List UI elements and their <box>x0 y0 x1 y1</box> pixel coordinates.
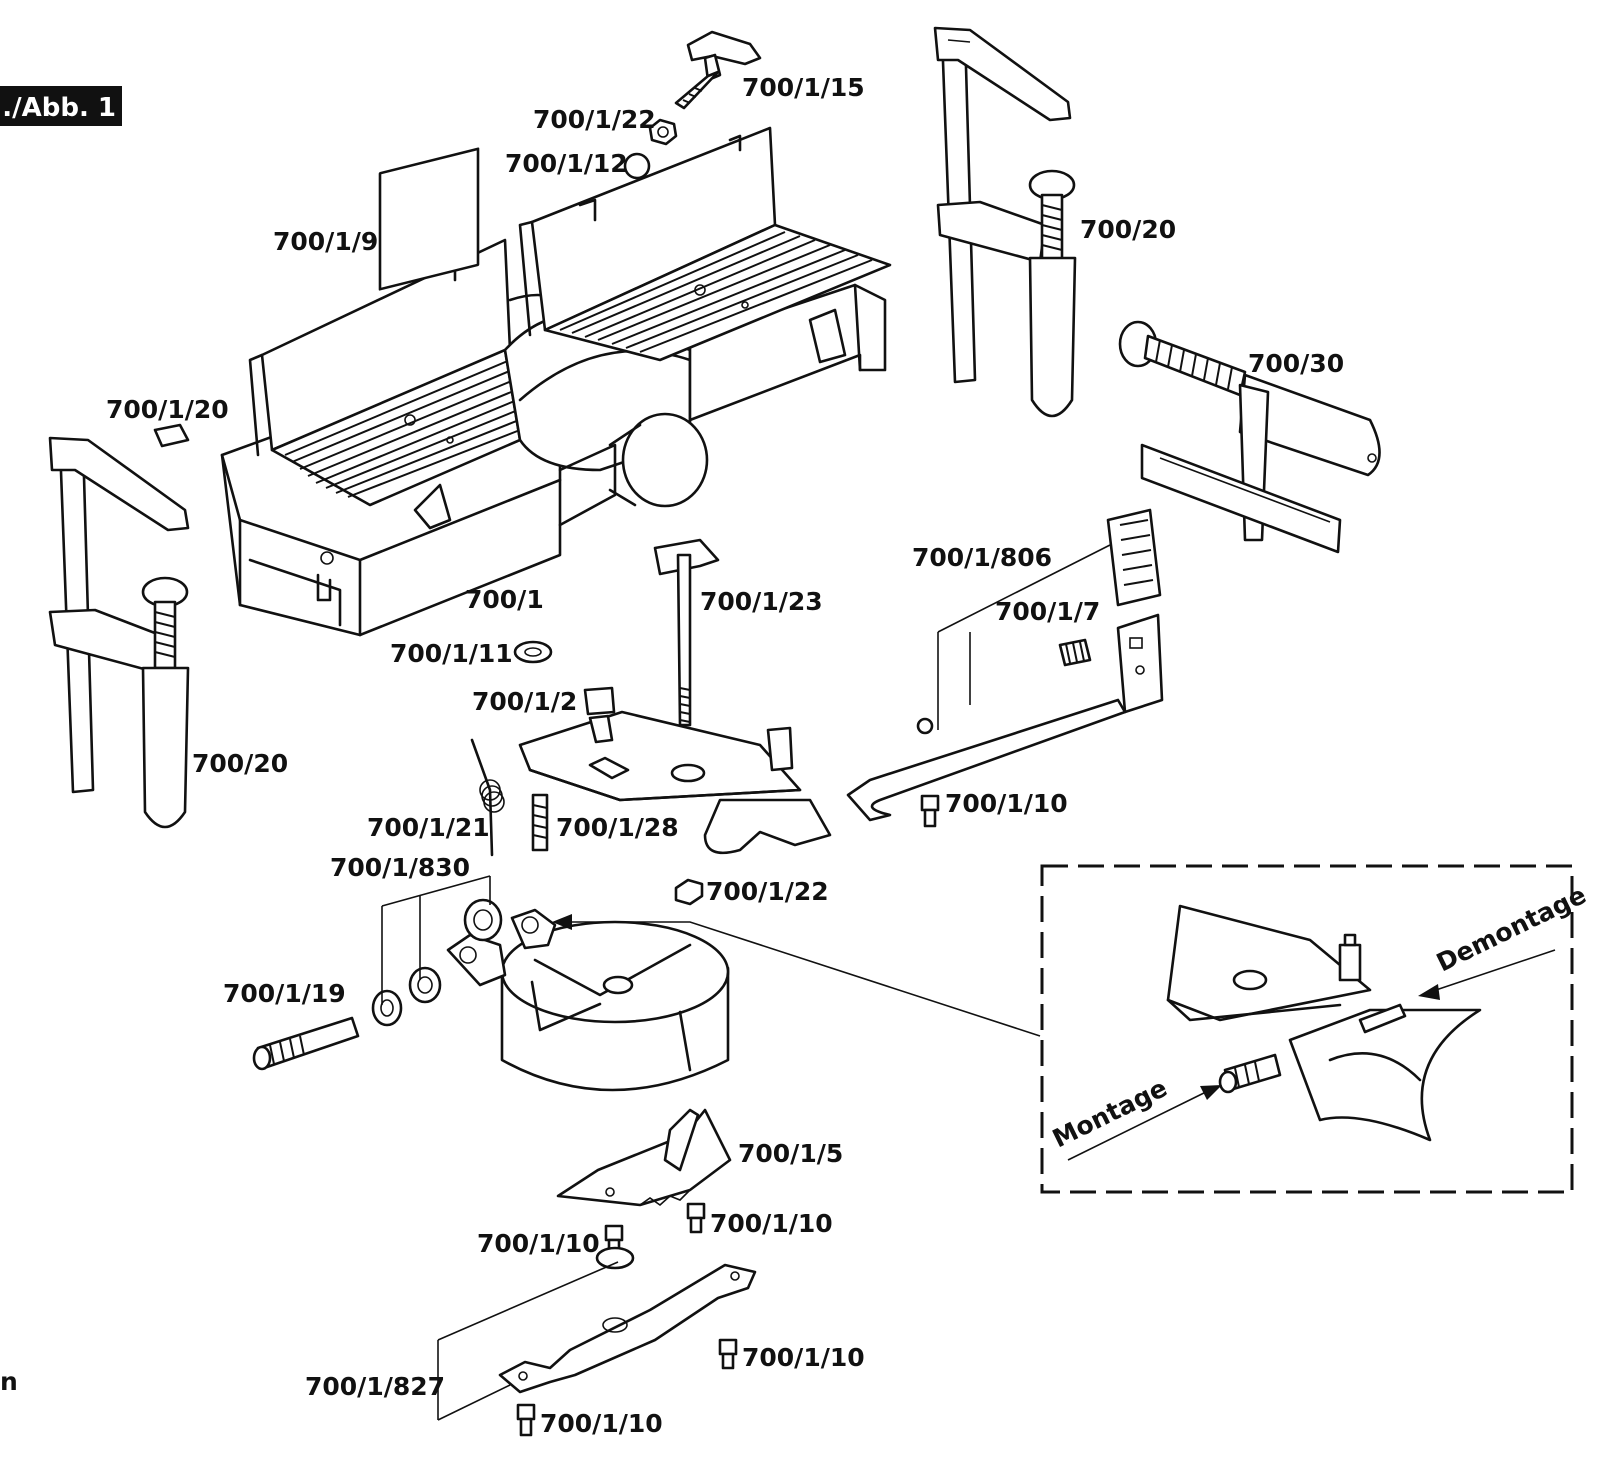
base-700-1 <box>220 126 892 637</box>
label-700-20-right: 700/20 <box>1080 215 1176 244</box>
nut-700-1-22-top <box>648 118 678 146</box>
label-700-1-830: 700/1/830 <box>330 853 470 882</box>
label-700-1-22-bottom: 700/1/22 <box>706 877 829 906</box>
scale-700-1-5 <box>556 1108 732 1207</box>
leader-lines <box>381 544 1111 1421</box>
label-700-1-28: 700/1/28 <box>556 813 679 842</box>
label-700-1-12: 700/1/12 <box>505 149 628 178</box>
screw-700-1-10-e <box>516 1403 536 1437</box>
nut-700-1-22-bottom <box>674 878 704 906</box>
label-700-1-23: 700/1/23 <box>700 587 823 616</box>
label-700-1-2: 700/1/2 <box>472 687 577 716</box>
inset-demontage: Demontage <box>1432 880 1591 977</box>
label-700-1-21: 700/1/21 <box>367 813 490 842</box>
pin-700-1-19 <box>252 1016 360 1071</box>
label-700-1-22-top: 700/1/22 <box>533 105 656 134</box>
clamp-700-20-left <box>48 436 190 829</box>
spring-700-1-21 <box>470 738 505 857</box>
block-700-1-20 <box>153 423 190 448</box>
label-700-1-10-d: 700/1/10 <box>742 1343 865 1372</box>
cap-700-1-12 <box>623 152 651 180</box>
screw-700-1-10-c <box>686 1202 706 1234</box>
label-700-1-806: 700/1/806 <box>912 543 1052 572</box>
label-700-1-10-b: 700/1/10 <box>710 1209 833 1238</box>
clamp-700-20-right <box>933 26 1077 418</box>
label-700-1-10-a: 700/1/10 <box>945 789 1068 818</box>
label-plate <box>378 147 480 291</box>
label-700-1-11: 700/1/11 <box>390 639 513 668</box>
side-mark: n <box>0 1367 18 1396</box>
figure-tag-text: ../Abb. 1 <box>0 93 116 123</box>
label-700-1-5: 700/1/5 <box>738 1139 843 1168</box>
bushings-700-1-830 <box>371 898 503 1027</box>
pivot-plate-700-1-2 <box>518 686 832 855</box>
label-700-20-left: 700/20 <box>192 749 288 778</box>
thumb-screw-700-1-15 <box>674 30 762 110</box>
label-700-1-7: 700/1/7 <box>995 597 1100 626</box>
set-screw-700-1-28 <box>531 793 549 852</box>
clamp-700-30 <box>1118 320 1381 554</box>
label-700-1: 700/1 <box>465 585 544 614</box>
lever-700-1-827 <box>498 1246 757 1394</box>
label-700-1-19: 700/1/19 <box>223 979 346 1008</box>
figure-tag: ../Abb. 1 <box>0 86 122 126</box>
label-700-1-827: 700/1/827 <box>305 1372 445 1401</box>
label-700-1-10-e: 700/1/10 <box>540 1409 663 1438</box>
label-700-1-9: 700/1/9 <box>273 227 378 256</box>
pivot-housing <box>446 908 730 1092</box>
label-700-30: 700/30 <box>1248 349 1344 378</box>
inset-frame <box>1040 864 1574 1194</box>
washer-700-1-11 <box>513 640 553 664</box>
screw-700-1-10-a <box>920 794 940 828</box>
inset-detail: Montage Demontage <box>1040 864 1591 1194</box>
part-labels: 700/1/15 700/1/22 700/1/12 700/1/9 700/2… <box>106 73 1344 1438</box>
label-700-1-10-c: 700/1/10 <box>477 1229 600 1258</box>
inset-montage: Montage <box>1048 1073 1172 1153</box>
screw-700-1-10-d <box>718 1338 738 1370</box>
bolt-700-1-23 <box>653 538 720 727</box>
arm-700-1-806 <box>846 508 1164 822</box>
label-700-1-20: 700/1/20 <box>106 395 229 424</box>
label-700-1-15: 700/1/15 <box>742 73 865 102</box>
